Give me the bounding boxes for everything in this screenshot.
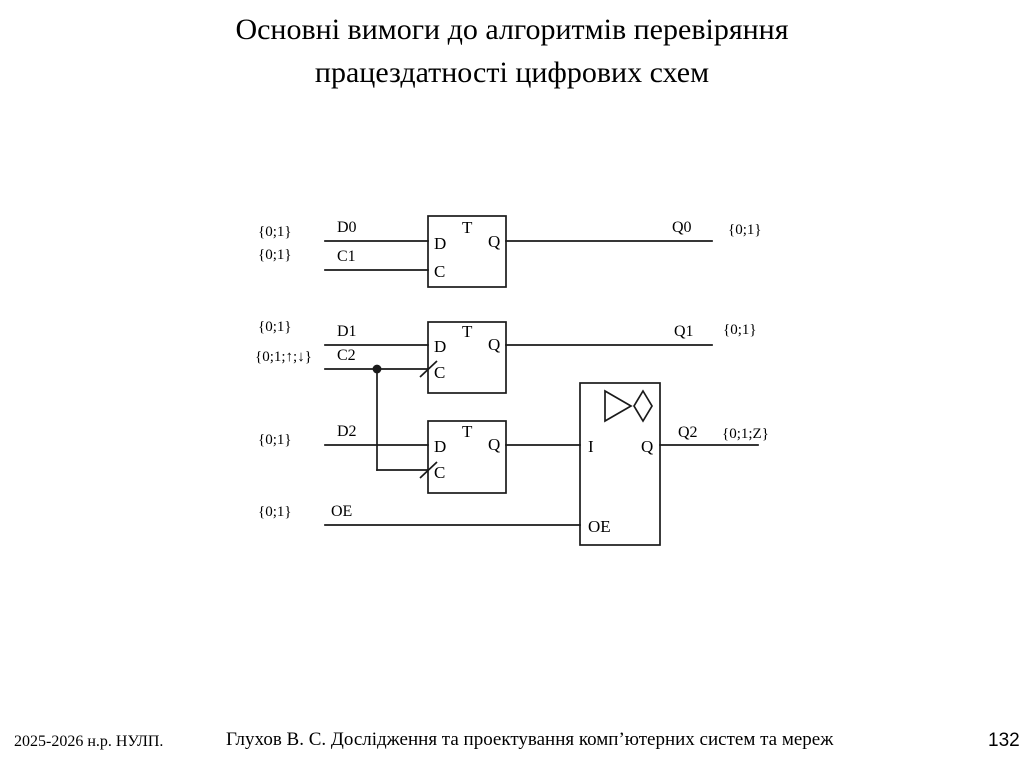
circuit-diagram: D T Q C {0;1} D0 {0;1} C1 Q0 {0;1} D T Q…	[255, 215, 769, 546]
flip-flop-1-pin-d: D	[434, 337, 446, 356]
page-title: Основні вимоги до алгоритмів перевіряння…	[60, 8, 964, 94]
tristate-diamond-icon	[633, 389, 653, 423]
flip-flop-0-body	[427, 215, 507, 288]
output-set-q2: {0;1;Z}	[722, 426, 769, 442]
flip-flop-1-pin-c: C	[434, 363, 445, 382]
flip-flop-2-pin-d: D	[434, 437, 446, 456]
flip-flop-1-body	[427, 321, 507, 394]
flip-flop-1-pin-t: T	[462, 322, 473, 341]
circuit-svg: D T Q C {0;1} D0 {0;1} C1 Q0 {0;1} D T Q…	[255, 215, 769, 546]
output-signal-q0: Q0	[672, 219, 692, 236]
tristate-buffer-body	[579, 382, 661, 546]
input-set-d1: {0;1}	[258, 319, 292, 335]
output-set-q0: {0;1}	[728, 222, 762, 238]
flip-flop-0-pin-q: Q	[488, 232, 500, 251]
input-set-oe: {0;1}	[258, 504, 292, 520]
flip-flop-1-wires	[324, 344, 713, 471]
tristate-buffer-pin-oe: OE	[588, 517, 611, 536]
tristate-buffer: I Q OE	[579, 382, 661, 546]
flip-flop-1-labels: {0;1} D1 {0;1;↑;↓} C2 Q1 {0;1}	[255, 319, 757, 365]
flip-flop-2-pin-t: T	[462, 422, 473, 441]
input-signal-c1: C1	[337, 248, 356, 265]
flip-flop-1: D T Q C	[419, 321, 507, 394]
flip-flop-2: D T Q C	[419, 420, 507, 494]
flip-flop-0-pin-d: D	[434, 234, 446, 253]
tristate-buffer-pin-i: I	[588, 437, 594, 456]
flip-flop-2-pin-q: Q	[488, 435, 500, 454]
footer: 2025-2026 н.р. НУЛП. Глухов В. С. Дослід…	[0, 726, 1024, 767]
tristate-buffer-wires	[324, 444, 759, 526]
output-set-q1: {0;1}	[723, 322, 757, 338]
flip-flop-2-clock-edge-icon	[419, 461, 438, 479]
footer-left-text: 2025-2026 н.р. НУЛП.	[14, 733, 164, 750]
page-title-line-1: Основні вимоги до алгоритмів перевіряння	[235, 13, 789, 46]
flip-flop-1-pin-q: Q	[488, 335, 500, 354]
buffer-triangle-icon	[604, 389, 633, 423]
page-title-line-2: працездатності цифрових схем	[314, 56, 710, 89]
flip-flop-2-body	[427, 420, 507, 494]
footer-page-number: 132	[988, 730, 1020, 751]
input-signal-oe: OE	[331, 503, 352, 520]
flip-flop-2-labels: {0;1} D2	[258, 423, 357, 448]
footer-center-text: Глухов В. С. Дослідження та проектування…	[226, 729, 834, 750]
junction-dot-c2	[372, 364, 382, 374]
tristate-buffer-pin-q: Q	[641, 437, 653, 456]
input-signal-d0: D0	[337, 219, 357, 236]
input-set-c2: {0;1;↑;↓}	[255, 349, 312, 365]
input-signal-d1: D1	[337, 323, 357, 340]
flip-flop-0-pin-t: T	[462, 218, 473, 237]
flip-flop-2-pin-c: C	[434, 463, 445, 482]
input-set-c1: {0;1}	[258, 247, 292, 263]
flip-flop-0-labels: {0;1} D0 {0;1} C1 Q0 {0;1}	[258, 219, 762, 265]
flip-flop-0-wires	[324, 240, 713, 271]
output-signal-q2: Q2	[678, 424, 698, 441]
input-signal-c2: C2	[337, 347, 356, 364]
input-signal-d2: D2	[337, 423, 357, 440]
input-set-d2: {0;1}	[258, 432, 292, 448]
flip-flop-0-pin-c: C	[434, 262, 445, 281]
input-set-d0: {0;1}	[258, 224, 292, 240]
output-signal-q1: Q1	[674, 323, 694, 340]
flip-flop-0: D T Q C	[427, 215, 507, 288]
tristate-buffer-labels: Q2 {0;1;Z} {0;1} OE	[258, 424, 769, 520]
